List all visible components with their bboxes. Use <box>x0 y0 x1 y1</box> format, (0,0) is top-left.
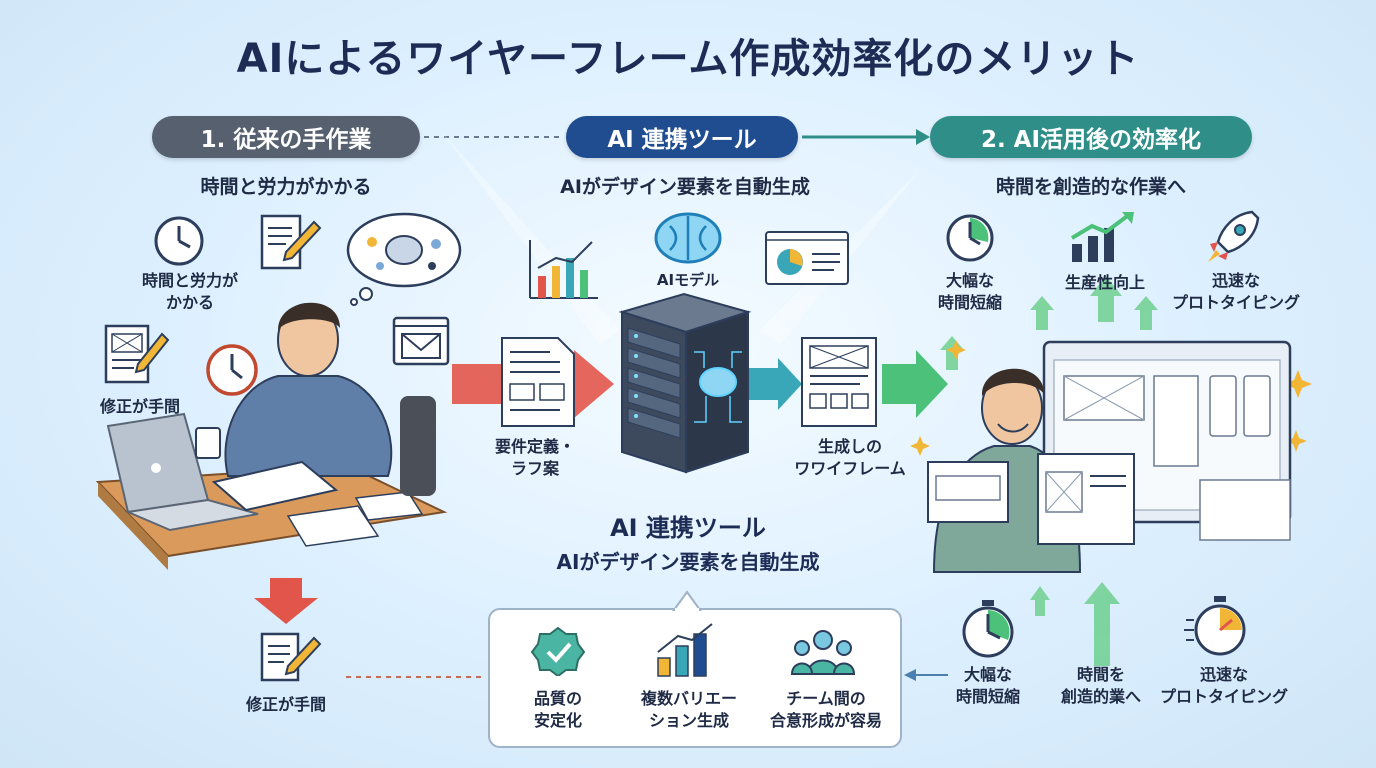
sparkles <box>910 340 1312 456</box>
output-label: 生成しの ワワイフレーム <box>794 437 906 478</box>
step-after-pill: 2. AI活用後の効率化 <box>930 116 1252 158</box>
tool-subtitle: AIがデザイン要素を自動生成 <box>560 176 810 198</box>
check-badge-icon <box>530 626 586 676</box>
benefit-label-quality: 品質の 安定化 <box>533 689 582 730</box>
right-bottom-label-creative: 時間を 創造的業へ <box>1060 665 1141 706</box>
rocket-icon <box>1208 210 1260 262</box>
right-top-label-productivity: 生産性向上 <box>1064 273 1145 292</box>
document-pencil-icon-bottom <box>260 632 322 682</box>
right-bottom-label-prototype: 迅速な プロトタイピング <box>1159 665 1288 706</box>
card-pointer <box>672 590 702 612</box>
efficient-worker-illustration <box>927 340 1292 573</box>
time-effort-label: 時間と労力が かかる <box>141 271 238 312</box>
document-pencil-icon <box>260 214 322 270</box>
brain-icon <box>654 212 722 264</box>
right-top-label-prototype: 迅速な プロトタイピング <box>1171 271 1300 312</box>
blue-connector-head <box>904 669 916 681</box>
input-label: 要件定義・ ラフ案 <box>494 437 575 478</box>
teal-arrow-head <box>916 129 930 145</box>
manual-subtitle: 時間と労力がかかる <box>200 176 372 198</box>
mail-window-icon <box>392 316 450 366</box>
teal-output-arrow <box>748 358 802 410</box>
step-manual-pill: 1. 従来の手作業 <box>152 116 420 158</box>
stopwatch-icon <box>1184 596 1246 656</box>
tool-subtitle-center: AIがデザイン要素を自動生成 <box>556 550 820 574</box>
step-tool-pill: AI 連携ツール <box>566 116 798 158</box>
red-down-arrow <box>254 578 318 624</box>
bar-chart-panel-icon <box>529 240 598 299</box>
page-title: AIによるワイヤーフレーム作成効率化のメリット <box>236 36 1140 82</box>
right-top-label-time: 大幅な 時間短縮 <box>937 271 1002 312</box>
alarm-clock-icon <box>206 344 258 396</box>
benefit-label-consensus: チーム間の 合意形成が容易 <box>769 689 882 730</box>
bar-chart-icon <box>657 623 713 677</box>
manual-worker-illustration <box>95 302 448 570</box>
green-up-arrows <box>940 276 1158 666</box>
fix-effort-label: 修正が手間 <box>99 397 180 416</box>
tool-title: AI 連携ツール <box>610 514 766 542</box>
clock-icon-right <box>946 214 994 262</box>
timer-icon <box>962 600 1014 658</box>
wireframe-pencil-icon <box>104 324 170 384</box>
clock-icon <box>154 216 204 266</box>
generated-wireframe-icon <box>801 337 877 427</box>
pie-chart-window-icon <box>765 231 849 285</box>
after-subtitle: 時間を創造的な作業へ <box>995 176 1186 198</box>
ai-model-label: AIモデル <box>656 271 720 289</box>
ai-server-tower <box>618 292 752 474</box>
green-output-arrow <box>882 350 948 418</box>
light-beam <box>440 130 620 345</box>
thought-bubble-icon <box>346 212 462 306</box>
benefit-label-variations: 複数バリエー ション生成 <box>640 689 737 730</box>
right-bottom-label-time: 大幅な 時間短縮 <box>955 665 1020 706</box>
team-icon <box>790 630 856 675</box>
requirements-document-icon <box>501 337 575 427</box>
growth-chart-icon <box>1070 212 1134 262</box>
fix-effort-bottom-label: 修正が手間 <box>245 695 326 714</box>
